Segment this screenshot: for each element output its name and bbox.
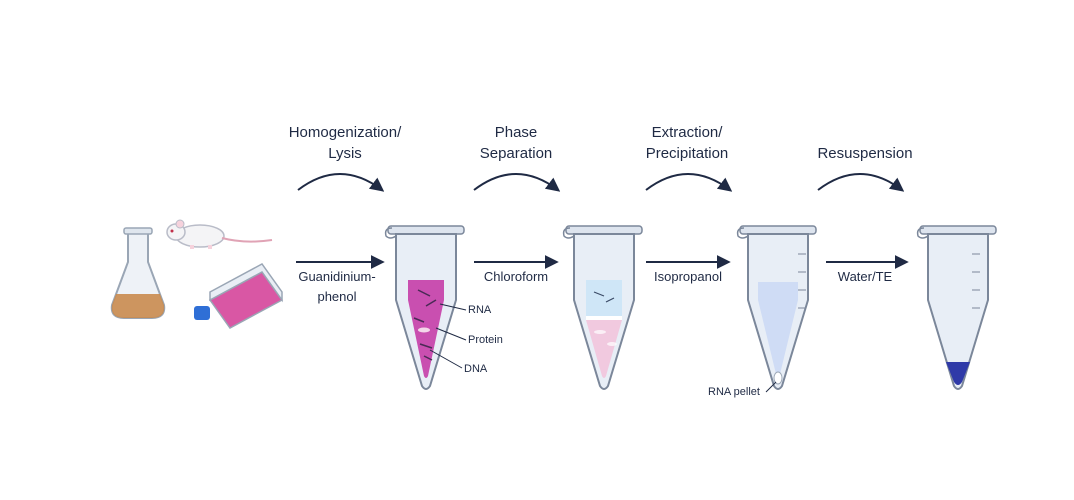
reagent-line: Guanidinium- bbox=[298, 269, 376, 284]
tube-phase-separation bbox=[562, 225, 643, 390]
step-title-line: Resuspension bbox=[817, 145, 913, 162]
step-title-phase-separation: Phase Separation bbox=[462, 122, 570, 164]
step-title-line: Precipitation bbox=[645, 145, 729, 162]
reagent-label-chloroform: Chloroform bbox=[472, 267, 560, 287]
cell-culture-flask-icon bbox=[194, 263, 284, 329]
reagent-line: phenol bbox=[317, 289, 357, 304]
reagent-line: Water/TE bbox=[837, 269, 893, 284]
step-title-lysis: Homogenization/ Lysis bbox=[272, 122, 418, 164]
reagent-line: Chloroform bbox=[483, 269, 549, 284]
step-title-resuspension: Resuspension bbox=[806, 143, 924, 164]
reagent-label-water-te: Water/TE bbox=[822, 267, 908, 287]
reagent-line: Isopropanol bbox=[654, 269, 722, 284]
label-rna-pellet: RNA pellet bbox=[708, 386, 760, 398]
step-title-line: Extraction/ bbox=[651, 124, 723, 141]
step-title-line: Phase bbox=[494, 124, 538, 141]
reagent-label-guanidinium: Guanidinium- phenol bbox=[288, 267, 386, 307]
tube-resuspended bbox=[916, 225, 997, 390]
curved-arrow-phase bbox=[473, 173, 561, 192]
label-rna: RNA bbox=[468, 304, 492, 316]
step-title-extraction: Extraction/ Precipitation bbox=[632, 122, 742, 164]
curved-arrow-extraction bbox=[645, 173, 733, 192]
step-title-line: Lysis bbox=[328, 145, 362, 162]
curved-arrow-lysis bbox=[297, 173, 385, 192]
step-title-line: Homogenization/ bbox=[288, 124, 402, 141]
label-dna: DNA bbox=[464, 363, 488, 375]
curved-arrow-resuspension bbox=[817, 173, 905, 192]
tube-lysate bbox=[384, 225, 467, 390]
label-protein: Protein bbox=[468, 334, 503, 346]
tube-precipitation bbox=[736, 225, 817, 393]
erlenmeyer-flask-icon bbox=[110, 227, 166, 319]
mouse-icon bbox=[166, 219, 273, 249]
reagent-label-isopropanol: Isopropanol bbox=[644, 267, 732, 287]
step-title-line: Separation bbox=[479, 145, 553, 162]
